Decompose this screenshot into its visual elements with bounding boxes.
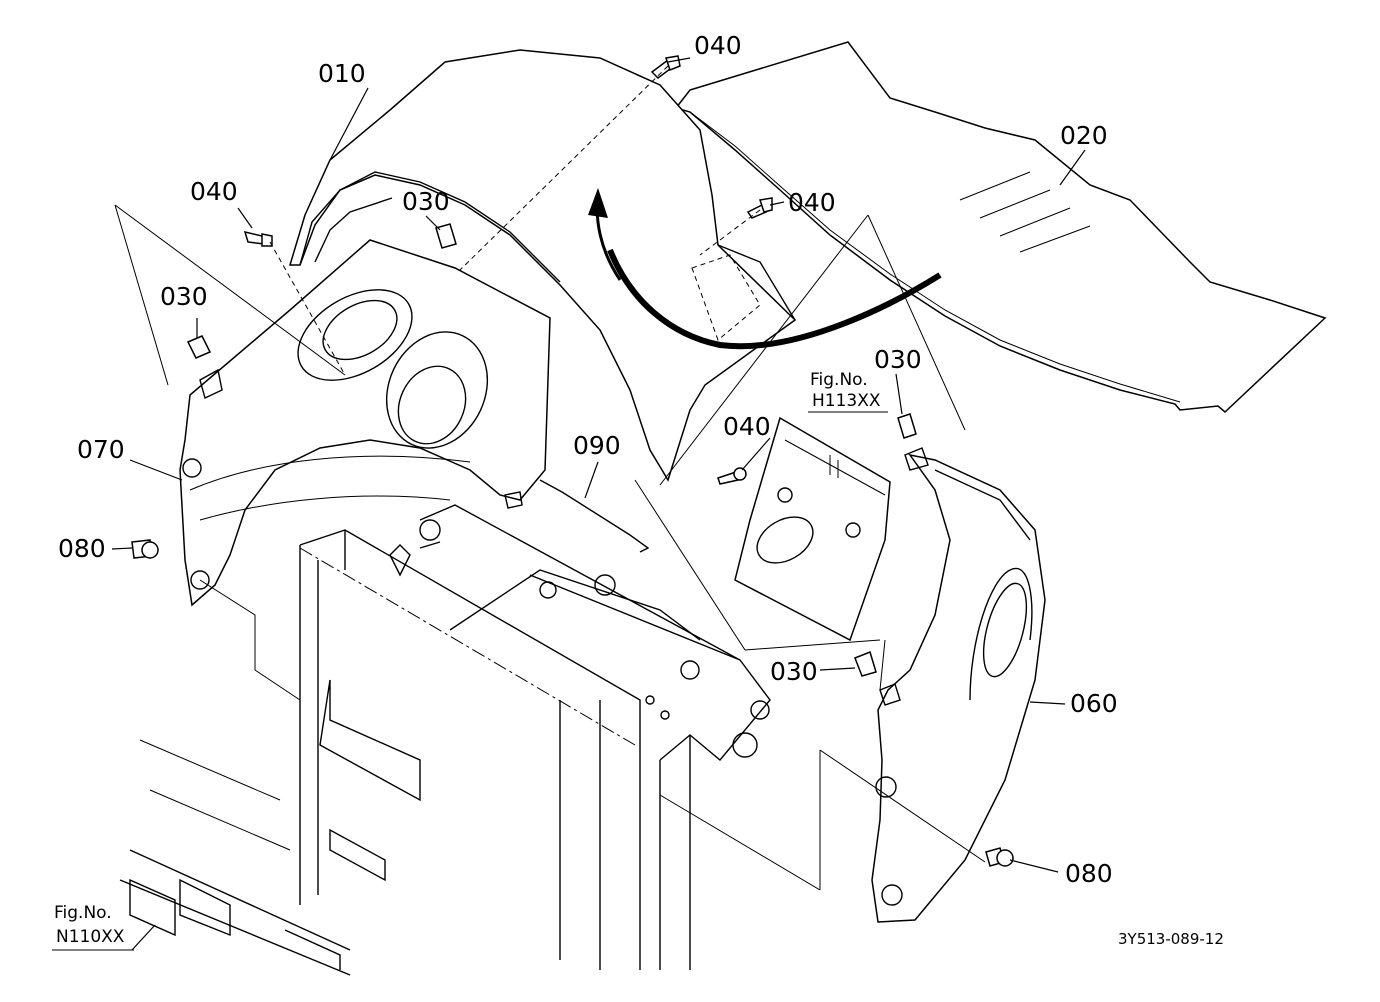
clip-030-right — [897, 413, 917, 439]
leader-lines — [111, 57, 1086, 951]
panel-020 — [674, 41, 1327, 414]
panel-010 — [288, 49, 942, 482]
callout-030-right: 030 — [874, 345, 922, 374]
callout-080-left: 080 — [58, 534, 106, 563]
clip-030-top — [435, 223, 457, 249]
document-id: 3Y513-089-12 — [1118, 930, 1224, 948]
bolt-040-left-head — [261, 233, 273, 247]
callout-010: 010 — [318, 59, 366, 88]
fig-ref-h113xx: Fig.No. H113XX — [808, 370, 888, 413]
clip-030-bottom — [854, 650, 877, 677]
callout-090: 090 — [573, 431, 621, 460]
panel-060 — [871, 447, 1046, 923]
bolt-040-mid-head — [759, 197, 773, 213]
bolt-040-left — [243, 230, 265, 245]
callout-020: 020 — [1060, 121, 1108, 150]
callout-labels: 010 020 040 040 040 040 030 030 030 030 … — [58, 31, 1118, 888]
fasteners — [131, 55, 1014, 867]
callout-030-bottom: 030 — [770, 657, 818, 686]
bolt-080-right-head — [996, 849, 1014, 867]
callout-040-top: 040 — [694, 31, 742, 60]
fig-ref-n110xx: Fig.No. N110XX — [52, 903, 134, 951]
fig-ref-n110xx-label: Fig.No. — [54, 903, 112, 923]
fig-ref-h113xx-label: Fig.No. — [810, 370, 868, 390]
panel-070 — [179, 239, 551, 607]
callout-070: 070 — [77, 435, 125, 464]
fig-ref-h113xx-code: H113XX — [812, 391, 881, 411]
bolt-040-inner-head — [733, 467, 747, 481]
bolt-040-top-head — [665, 55, 681, 71]
fig-ref-n110xx-code: N110XX — [56, 927, 125, 947]
clip-030-left — [186, 335, 212, 359]
wire-090 — [539, 479, 650, 553]
callout-080-right: 080 — [1065, 859, 1113, 888]
callout-040-inner: 040 — [723, 412, 771, 441]
callout-040-mid: 040 — [788, 188, 836, 217]
callout-040-left: 040 — [190, 177, 238, 206]
callout-030-top: 030 — [402, 187, 450, 216]
inner-panel-h113xx — [734, 416, 891, 642]
callout-060: 060 — [1070, 689, 1118, 718]
callout-030-left: 030 — [160, 282, 208, 311]
bolt-080-left-head — [141, 541, 159, 559]
